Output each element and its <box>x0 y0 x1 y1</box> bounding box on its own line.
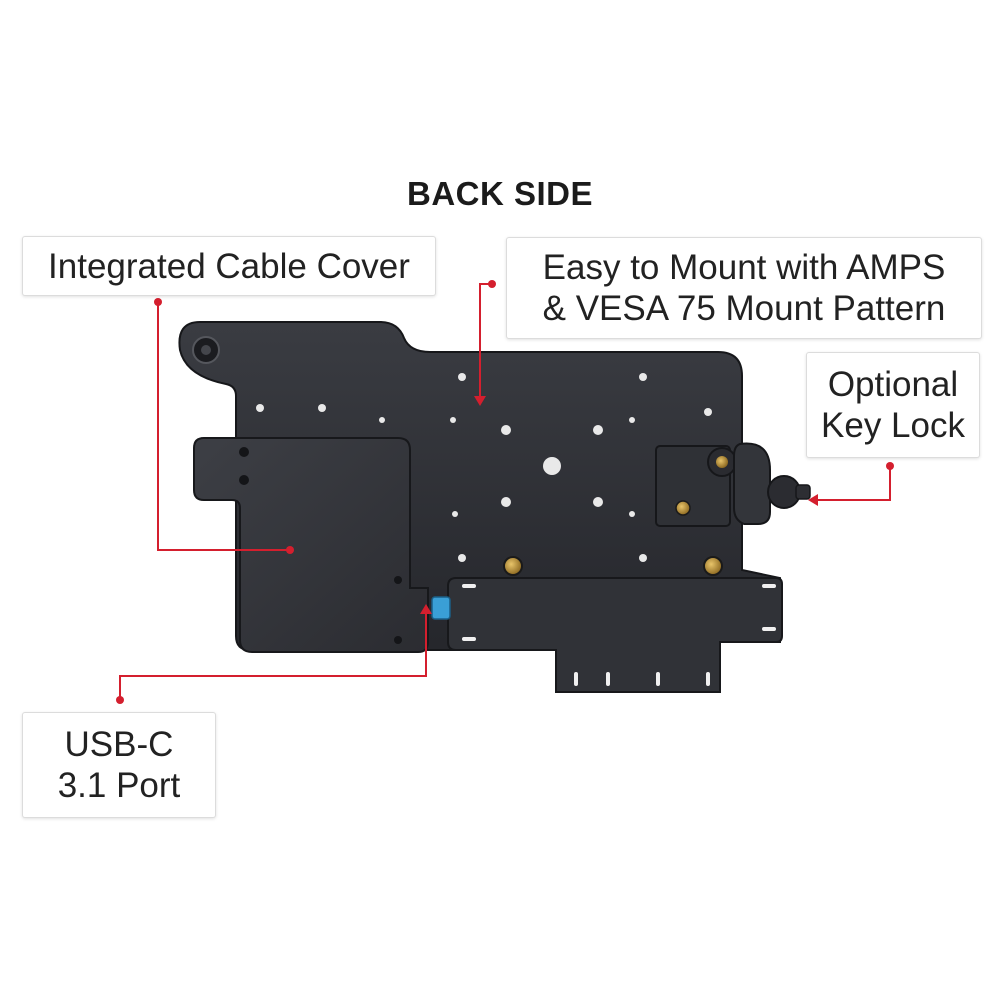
cable-cover <box>193 437 429 653</box>
page-title: BACK SIDE <box>406 175 594 212</box>
callout-line-2: Key Lock <box>821 406 965 445</box>
callout-line-1: Optional <box>827 365 959 404</box>
callout-line-1: Easy to Mount with AMPS <box>542 248 946 287</box>
key-lock-icon <box>655 442 811 527</box>
lower-bracket <box>447 577 783 693</box>
vesa-hole-pattern <box>256 373 712 562</box>
callout-usb-c-port: USB-C 3.1 Port <box>22 712 216 818</box>
callout-key-lock: Optional Key Lock <box>806 352 980 458</box>
callout-mount-pattern: Easy to Mount with AMPS & VESA 75 Mount … <box>506 237 982 339</box>
usb-c-port-icon <box>431 596 451 620</box>
callout-line-2: 3.1 Port <box>57 766 181 805</box>
callout-line-1: USB-C <box>64 725 174 764</box>
callout-text: Integrated Cable Cover <box>48 246 410 286</box>
callout-integrated-cable-cover: Integrated Cable Cover <box>22 236 436 296</box>
callout-line-2: & VESA 75 Mount Pattern <box>542 289 946 328</box>
